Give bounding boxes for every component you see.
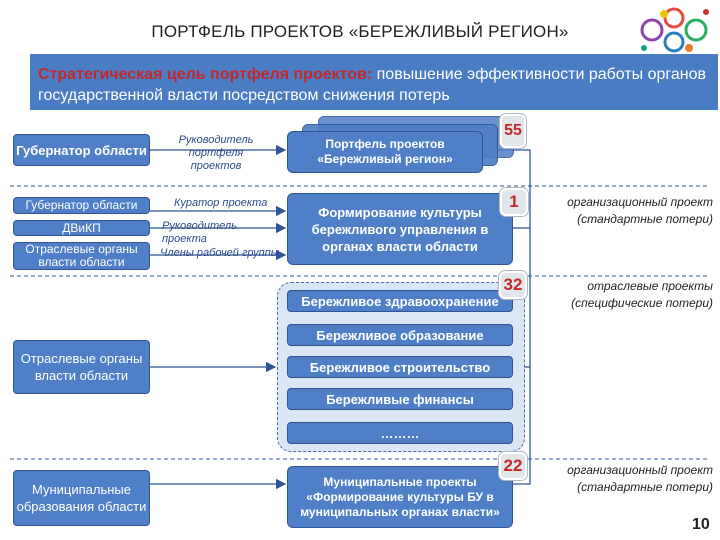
goal-lead: Стратегическая цель портфеля проектов: (38, 66, 373, 83)
governor-box: Губернатор области (13, 134, 150, 166)
goal-text: повышение эффективности работы органов г… (38, 66, 707, 104)
sector-projects-note: отраслевые проекты (специфические потери… (571, 279, 713, 310)
curator-note: Куратор проекта (174, 197, 268, 209)
portfolio-head-note: Руководитель портфеля проектов (178, 134, 254, 172)
team-note: Члены рабочей группы (160, 247, 279, 259)
org-project-note-2: организационный проект (стандартные поте… (567, 463, 713, 494)
page-title: ПОРТФЕЛЬ ПРОЕКТОВ «БЕРЕЖЛИВЫЙ РЕГИОН» (151, 22, 569, 41)
sector-item: Бережливое здравоохранение (287, 290, 513, 312)
lean-logo-icon (640, 7, 709, 53)
project-head-note: Руководитель проекта (162, 220, 237, 245)
sector-item: ……… (287, 422, 513, 444)
sector-item: Бережливое образование (287, 324, 513, 346)
governor-box-2: Губернатор области (13, 197, 150, 214)
dvikp-box: ДВиКП (13, 220, 150, 236)
sector-bodies-box: Отраслевые органы власти области (13, 340, 150, 394)
municipal-count-badge: 22 (499, 452, 527, 480)
sector-count-badge: 32 (499, 271, 527, 299)
sector-item: Бережливые финансы (287, 388, 513, 410)
sector-item: Бережливое строительство (287, 356, 513, 378)
page-number: 10 (692, 516, 710, 533)
culture-project-box: Формирование культуры бережливого управл… (287, 193, 513, 265)
municipal-projects-box: Муниципальные проекты «Формирование куль… (287, 466, 513, 528)
sector-bodies-box-small: Отраслевые органы власти области (13, 242, 150, 270)
municipal-box: Муниципальные образования области (13, 470, 150, 526)
org-project-note-1: организационный проект (стандартные поте… (567, 195, 713, 226)
portfolio-box: Портфель проектов «Бережливый регион» (287, 131, 483, 173)
culture-count-badge: 1 (500, 188, 528, 216)
strategic-goal-banner: Стратегическая цель портфеля проектов: п… (30, 54, 718, 110)
portfolio-count-badge: 55 (500, 114, 526, 148)
